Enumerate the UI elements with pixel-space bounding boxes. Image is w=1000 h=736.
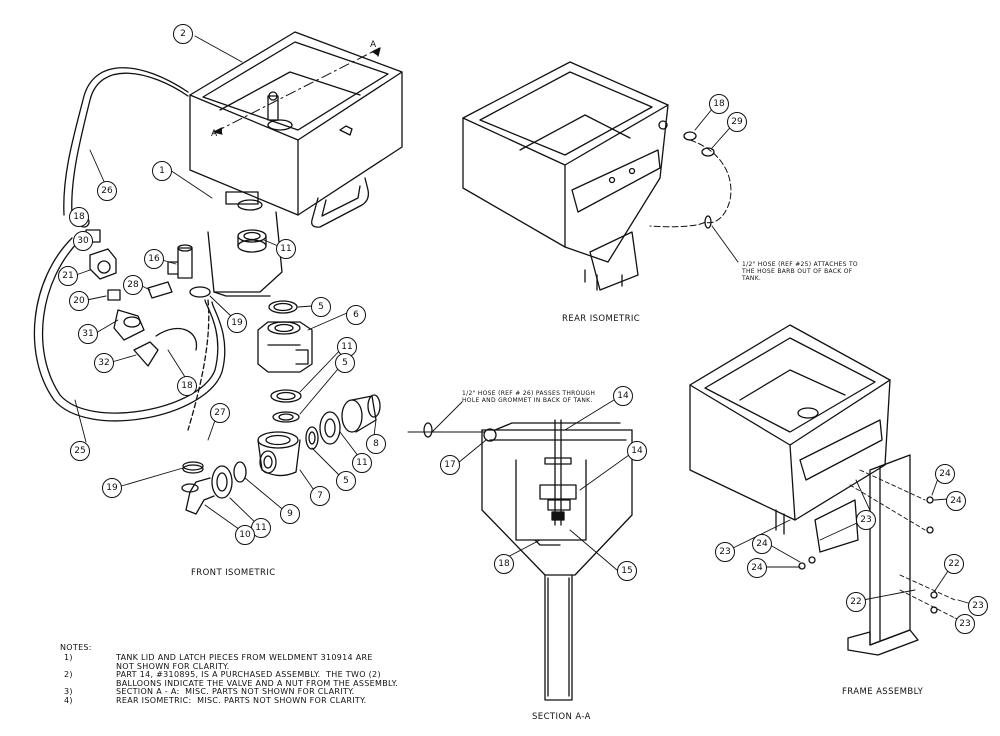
frame-assembly bbox=[689, 324, 956, 656]
balloon-part: 6 bbox=[346, 305, 366, 325]
balloon-part: 24 bbox=[946, 491, 966, 511]
balloon-part: 28 bbox=[123, 275, 143, 295]
section-aa bbox=[407, 401, 633, 701]
rear-hose-callout-line: THE HOSE BARB OUT OF BACK OF bbox=[742, 268, 853, 275]
balloon-part: 20 bbox=[69, 291, 89, 311]
balloon-part: 24 bbox=[752, 534, 772, 554]
view-title-section-aa: SECTION A-A bbox=[532, 712, 591, 722]
balloon-part: 15 bbox=[617, 561, 637, 581]
rear-hose-callout-line: TANK. bbox=[742, 275, 762, 282]
balloon-part: 23 bbox=[856, 510, 876, 530]
balloon-part: 9 bbox=[280, 504, 300, 524]
front-fittings bbox=[181, 191, 381, 515]
note-number: 4) bbox=[64, 695, 73, 705]
view-title-frame-assembly: FRAME ASSEMBLY bbox=[842, 687, 924, 697]
balloon-part: 23 bbox=[715, 542, 735, 562]
notes-block: NOTES: 1) TANK LID AND LATCH PIECES FROM… bbox=[60, 643, 398, 705]
balloon-part: 24 bbox=[747, 558, 767, 578]
note-item: 2) PART 14, #310895, IS A PURCHASED ASSE… bbox=[60, 670, 398, 680]
balloon-part: 5 bbox=[335, 353, 355, 373]
note-number: 3) bbox=[64, 687, 73, 696]
note-item-continued: NOT SHOWN FOR CLARITY. bbox=[60, 661, 398, 672]
balloon-part: 5 bbox=[311, 297, 331, 317]
balloon-part: 17 bbox=[440, 455, 460, 475]
view-title-rear-isometric: REAR ISOMETRIC bbox=[562, 314, 641, 324]
rear-hose-callout: 1/2" HOSE (REF #25) ATTACHES TO THE HOSE… bbox=[742, 261, 858, 282]
balloon-part: 22 bbox=[846, 592, 866, 612]
balloon-part: 7 bbox=[310, 486, 330, 506]
view-title-front-isometric: FRONT ISOMETRIC bbox=[191, 568, 276, 578]
balloon-part: 18 bbox=[177, 376, 197, 396]
balloon-part: 25 bbox=[70, 441, 90, 461]
note-item-continued: BALLOONS INDICATE THE VALVE AND A NUT FR… bbox=[60, 678, 399, 689]
balloon-part: 11 bbox=[352, 453, 372, 473]
balloon-part: 29 bbox=[727, 112, 747, 132]
note-line: TANK LID AND LATCH PIECES FROM WELDMENT … bbox=[116, 653, 373, 662]
balloon-part: 10 bbox=[235, 525, 255, 545]
leader-lines bbox=[74, 35, 979, 623]
rear-tank bbox=[462, 61, 739, 291]
balloon-part: 24 bbox=[935, 464, 955, 484]
note-item: 1) TANK LID AND LATCH PIECES FROM WELDME… bbox=[60, 653, 398, 663]
balloon-part: 5 bbox=[336, 471, 356, 491]
balloon-part: 8 bbox=[366, 434, 386, 454]
balloon-part: 23 bbox=[968, 596, 988, 616]
note-line: REAR ISOMETRIC: MISC. PARTS NOT SHOWN FO… bbox=[116, 695, 367, 705]
rear-hose-callout-line: 1/2" HOSE (REF #25) ATTACHES TO bbox=[742, 261, 858, 268]
balloon-part: 21 bbox=[58, 266, 78, 286]
balloon-part: 19 bbox=[227, 313, 247, 333]
note-line: SECTION A - A: MISC. PARTS NOT SHOWN FOR… bbox=[116, 687, 355, 696]
balloon-part: 14 bbox=[613, 386, 633, 406]
balloon-part: 30 bbox=[73, 231, 93, 251]
balloon-part: 19 bbox=[102, 478, 122, 498]
note-line: NOT SHOWN FOR CLARITY. bbox=[116, 661, 230, 671]
front-hoses bbox=[33, 67, 226, 431]
section-marker-a-top: A bbox=[370, 40, 377, 50]
balloon-part: 2 bbox=[173, 24, 193, 44]
balloon-part: 26 bbox=[97, 181, 117, 201]
balloon-part: 18 bbox=[709, 94, 729, 114]
balloon-part: 18 bbox=[494, 554, 514, 574]
note-number: 1) bbox=[64, 653, 73, 662]
balloon-part: 31 bbox=[78, 324, 98, 344]
section-marker-a-left: A bbox=[211, 129, 218, 139]
note-line: PART 14, #310895, IS A PURCHASED ASSEMBL… bbox=[116, 670, 381, 679]
note-line: BALLOONS INDICATE THE VALVE AND A NUT FR… bbox=[116, 678, 399, 688]
balloon-part: 14 bbox=[627, 441, 647, 461]
balloon-part: 23 bbox=[955, 614, 975, 634]
front-tank bbox=[189, 31, 403, 228]
balloon-part: 32 bbox=[94, 353, 114, 373]
note-item: 3) SECTION A - A: MISC. PARTS NOT SHOWN … bbox=[60, 687, 398, 697]
note-item: 4) REAR ISOMETRIC: MISC. PARTS NOT SHOWN… bbox=[60, 695, 398, 706]
section-hose-callout-line: HOLE AND GROMMET IN BACK OF TANK. bbox=[462, 397, 593, 404]
balloon-part: 1 bbox=[152, 161, 172, 181]
note-number: 2) bbox=[64, 670, 73, 679]
balloon-part: 22 bbox=[944, 554, 964, 574]
section-hose-callout-line: 1/2" HOSE (REF # 26) PASSES THROUGH bbox=[462, 390, 596, 397]
note-text: TANK LID AND LATCH PIECES FROM WELDMENT … bbox=[116, 653, 373, 663]
notes-heading: NOTES: bbox=[60, 643, 92, 652]
balloon-part: 18 bbox=[69, 207, 89, 227]
balloon-part: 27 bbox=[210, 403, 230, 423]
balloon-part: 11 bbox=[337, 337, 357, 357]
section-hose-callout: 1/2" HOSE (REF # 26) PASSES THROUGH HOLE… bbox=[462, 390, 595, 404]
balloon-part: 11 bbox=[276, 239, 296, 259]
balloon-part: 16 bbox=[144, 249, 164, 269]
